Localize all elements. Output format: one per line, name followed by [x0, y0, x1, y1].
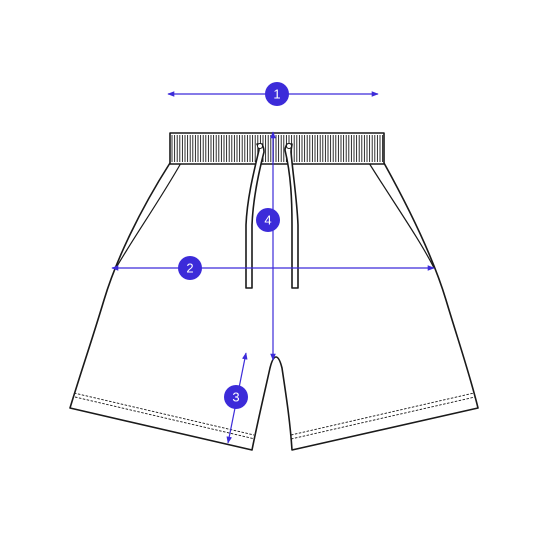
- right-pocket-line: [368, 162, 435, 269]
- right-hem-stitch-2: [290, 396, 476, 440]
- right-drawstring-eyelet: [286, 143, 292, 149]
- measurement-badge-1: 1: [265, 82, 289, 106]
- measurement-badge-4-label: 4: [264, 213, 271, 228]
- right-drawstring: [284, 143, 299, 289]
- right-hem-stitch-1: [290, 392, 475, 436]
- measurement-badge-4: 4: [256, 208, 280, 232]
- waistband-ribbing: [171, 135, 384, 162]
- waistband: [169, 132, 385, 165]
- measurement-badge-1-label: 1: [273, 87, 280, 102]
- measurement-badge-2: 2: [178, 256, 202, 280]
- left-hem-stitch-1: [73, 392, 255, 436]
- left-drawstring-eyelet: [257, 143, 263, 149]
- shorts-illustration: [69, 132, 479, 451]
- measurement-badge-2-label: 2: [186, 261, 193, 276]
- shorts-body: [69, 162, 479, 451]
- left-pocket-line: [115, 162, 182, 269]
- left-drawstring: [245, 143, 265, 289]
- measurement-badge-3: 3: [224, 385, 248, 409]
- measurement-badge-3-label: 3: [232, 390, 239, 405]
- left-hem-stitch-2: [74, 396, 256, 440]
